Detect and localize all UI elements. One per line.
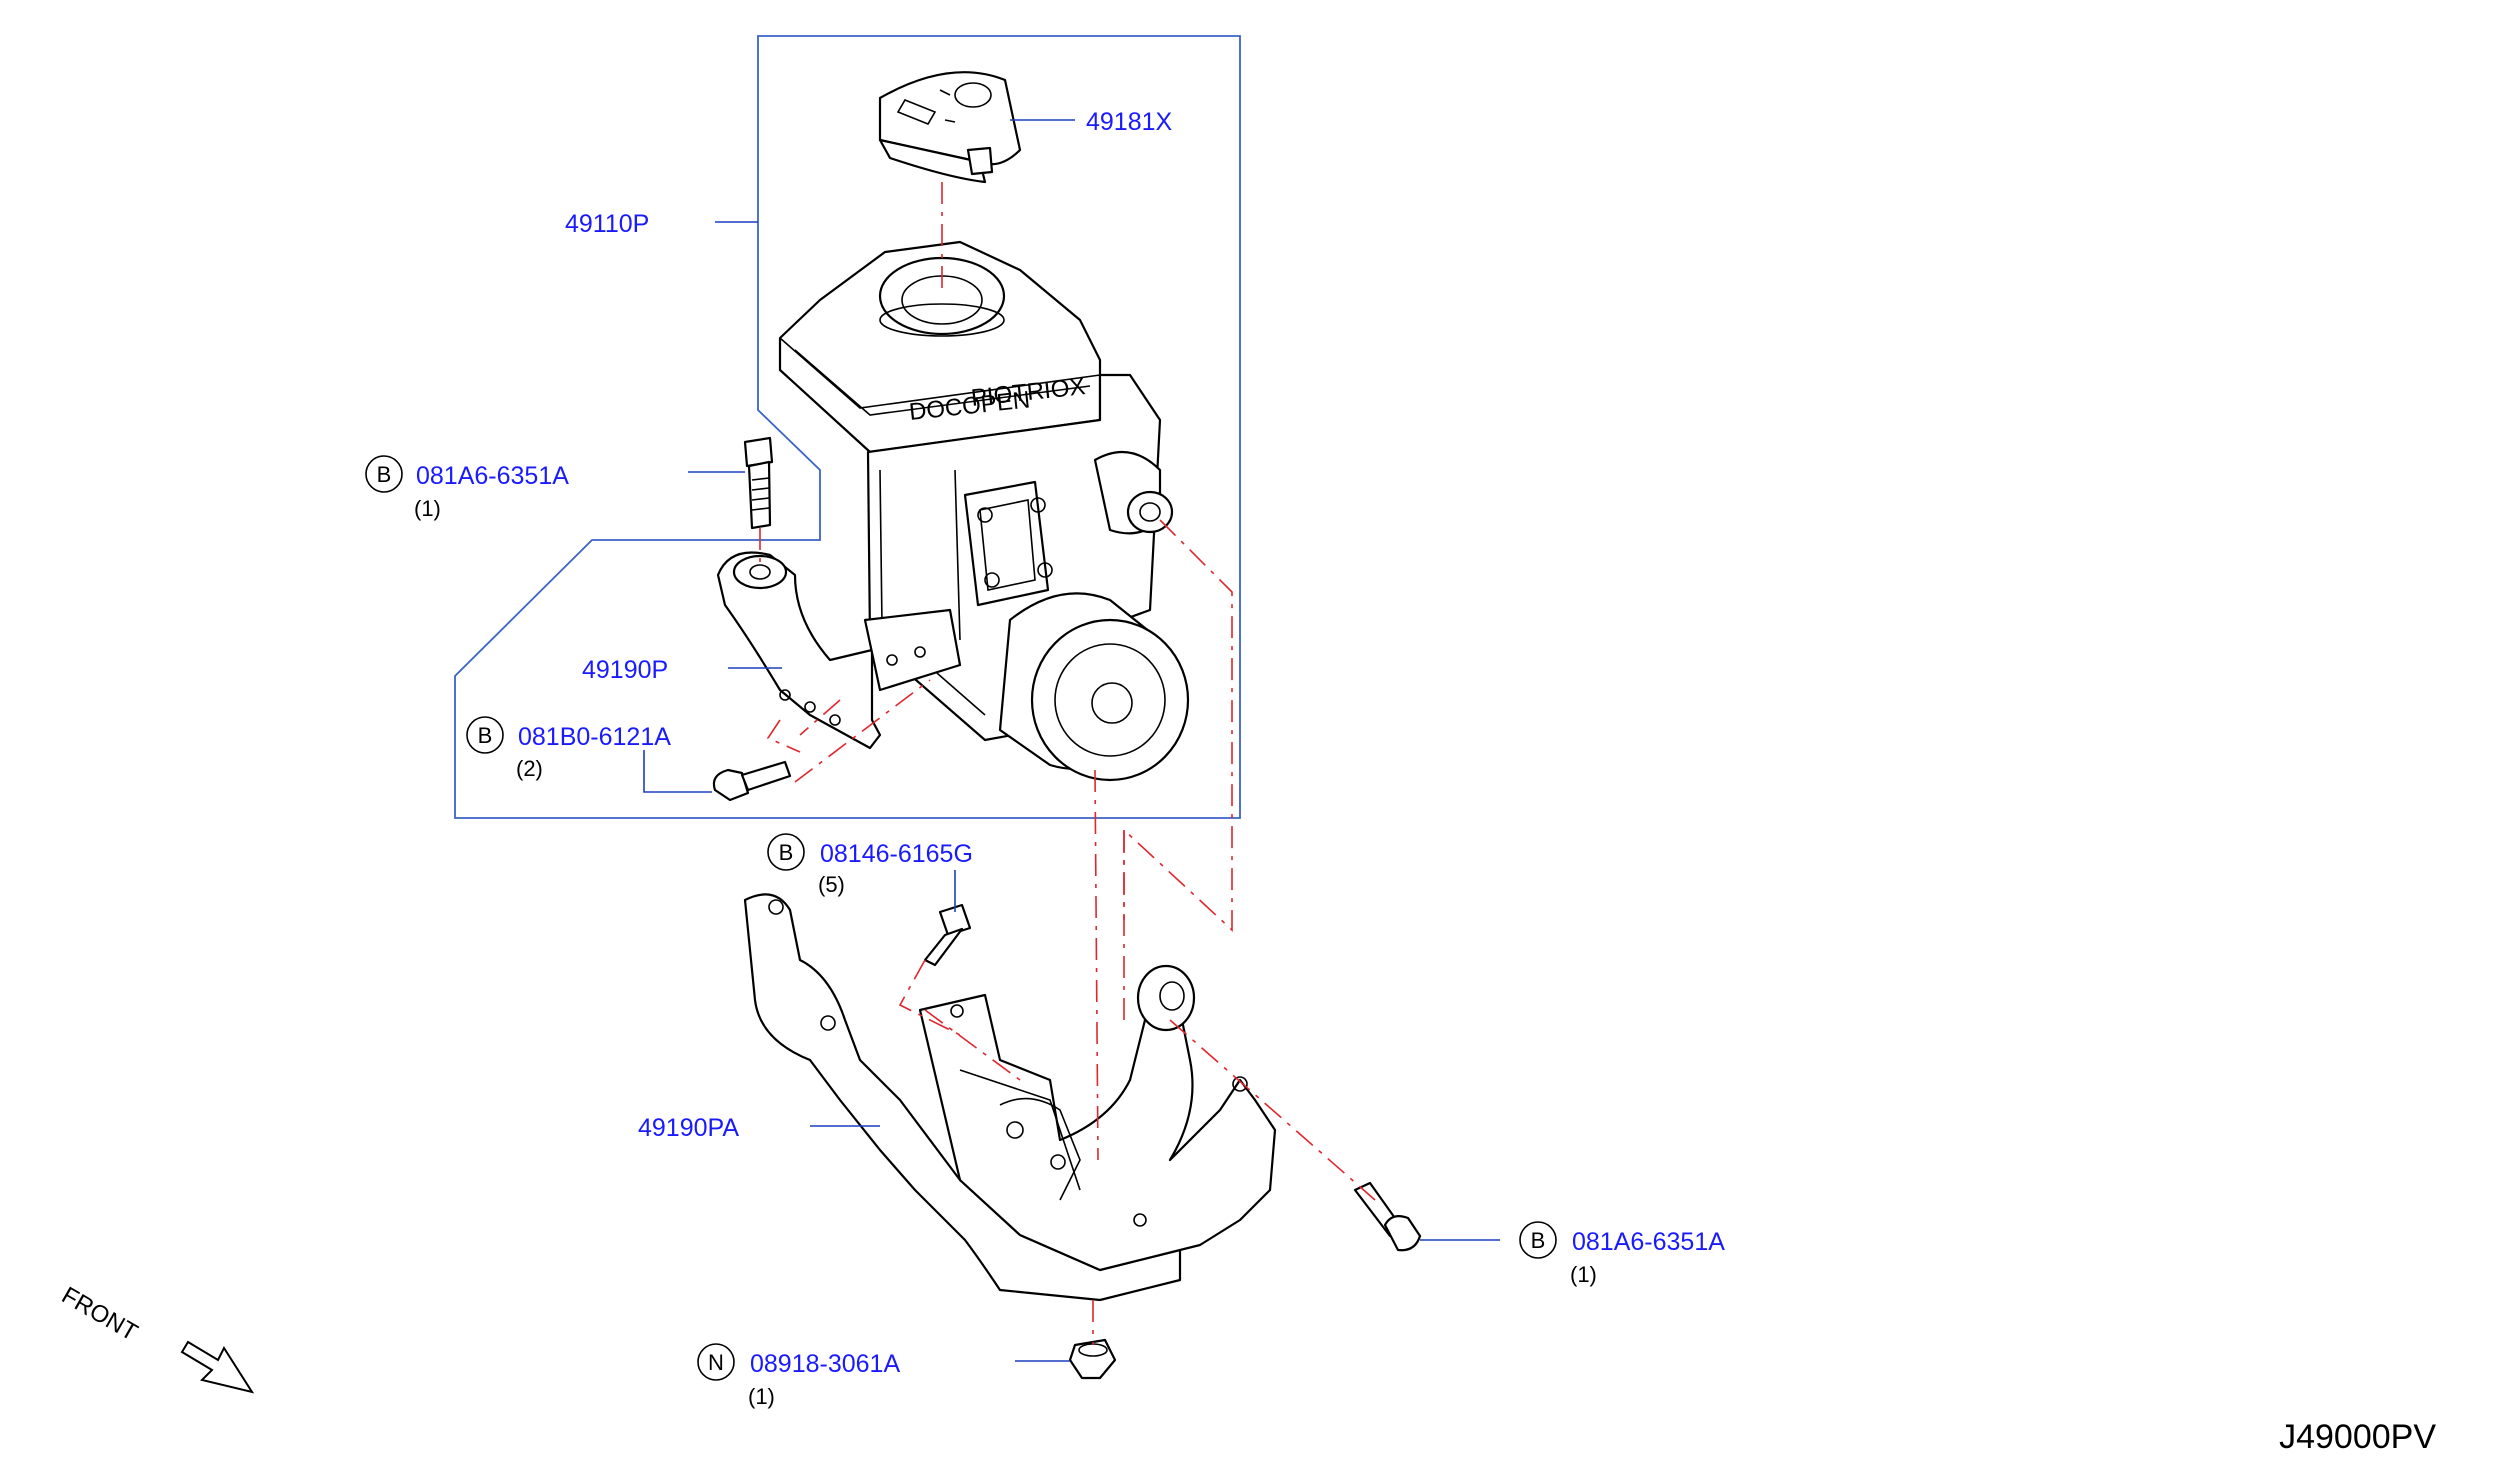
nut[interactable]: [1068, 1338, 1117, 1380]
mount-bolt-part-number[interactable]: 08146-6165G: [820, 840, 973, 868]
reservoir[interactable]: DOCOPEN PIOTRIOX: [778, 240, 1102, 454]
nut-badge-letter: N: [708, 1350, 724, 1375]
nut-callout: N 08918-3061A (1): [697, 1343, 900, 1409]
lower-bracket[interactable]: [743, 893, 1277, 1302]
upper-bolt-badge: [365, 455, 403, 493]
inner-bracket[interactable]: [716, 551, 962, 750]
bracket-bolt-qty: (2): [516, 756, 543, 781]
side-bolt-badge-letter: B: [1531, 1228, 1546, 1253]
side-bolt-callout: B 081A6-6351A (1): [1519, 1221, 1725, 1287]
upper-bolt[interactable]: [743, 436, 774, 530]
side-bolt-part-number[interactable]: 081A6-6351A: [1572, 1228, 1725, 1256]
front-label: FRONT: [57, 1282, 142, 1347]
side-bolt[interactable]: [1353, 1181, 1422, 1252]
bracket-bolt-part-number[interactable]: 081B0-6121A: [518, 723, 671, 751]
bracket-bolt-badge: [466, 716, 504, 754]
reservoir-cap-part-number[interactable]: 49181X: [1086, 108, 1173, 136]
front-indicator: FRONT: [57, 1282, 255, 1394]
mount-bolt-qty: (5): [818, 872, 845, 897]
centerlines: [759, 182, 1376, 1345]
assembly-frame: [454, 35, 1241, 819]
upper-bolt-qty: (1): [414, 496, 441, 521]
side-bolt-badge: [1519, 1221, 1557, 1259]
upper-bolt-badge-letter: B: [377, 462, 392, 487]
upper-bolt-callout: B 081A6-6351A (1): [365, 455, 569, 521]
reservoir-cap[interactable]: [878, 71, 1022, 184]
actuator-assembly-part-number[interactable]: 49110P: [565, 210, 649, 238]
nut-part-number[interactable]: 08918-3061A: [750, 1350, 900, 1378]
bracket-bolt-badge-letter: B: [478, 723, 493, 748]
bracket-bolt[interactable]: [712, 760, 792, 802]
mount-bolt-callout: B 08146-6165G (5): [767, 833, 973, 897]
nut-badge: [697, 1343, 735, 1381]
side-bolt-qty: (1): [1570, 1262, 1597, 1287]
front-arrow-icon: [180, 1340, 255, 1394]
mount-bolt[interactable]: [923, 903, 972, 967]
leaders: [643, 119, 1500, 1362]
bracket-bolt-callout: B 081B0-6121A (2): [466, 716, 671, 781]
lower-bracket-part-number[interactable]: 49190PA: [638, 1114, 739, 1142]
nut-qty: (1): [748, 1384, 775, 1409]
mount-bolt-badge-letter: B: [779, 840, 794, 865]
inner-bracket-part-number[interactable]: 49190P: [582, 656, 668, 684]
pump-motor[interactable]: [998, 592, 1190, 782]
upper-bolt-part-number[interactable]: 081A6-6351A: [416, 462, 569, 490]
mount-bolt-badge: [767, 833, 805, 871]
diagram-code: J49000PV: [2279, 1418, 2436, 1456]
